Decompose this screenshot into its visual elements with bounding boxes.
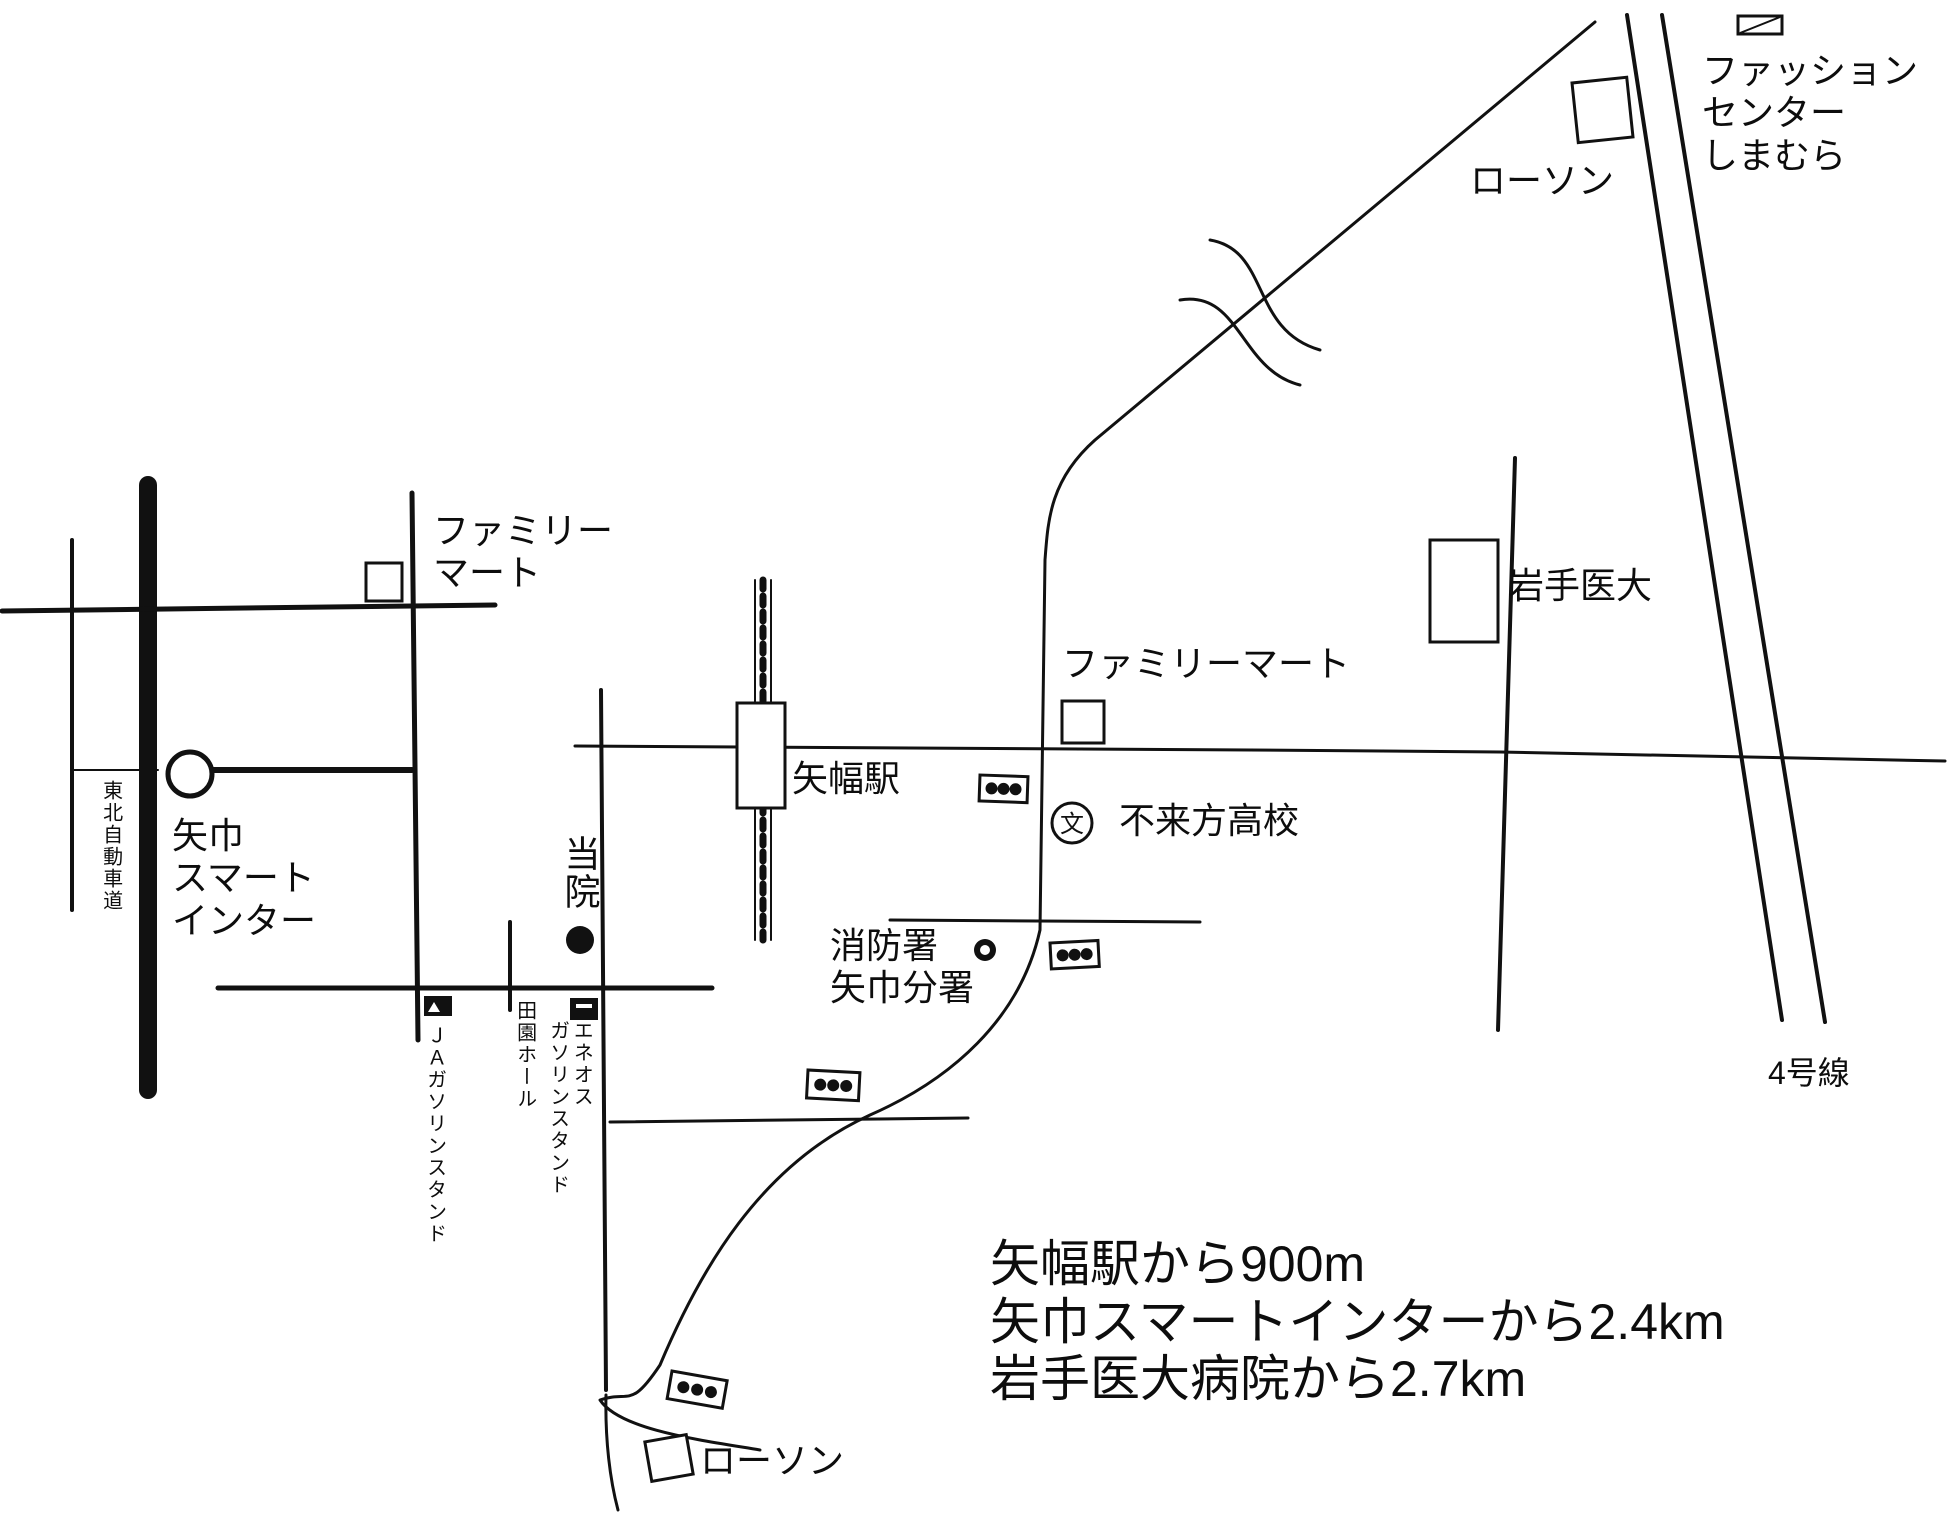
label-fire-station: 消防署 矢巾分署	[830, 925, 975, 1009]
road-familymart-west-horizontal	[0, 602, 498, 614]
label-lawson-south: ローソン	[700, 1440, 845, 1481]
gas-station-icon	[424, 996, 452, 1016]
route4-west-line	[1625, 13, 1784, 1022]
lawson-north-store	[1570, 75, 1635, 145]
road-clinic-vertical	[599, 688, 608, 1392]
label-iwate-medical: 岩手医大	[1508, 565, 1653, 606]
label-clinic: 当院	[559, 835, 601, 911]
label-yahaba-station: 矢幅駅	[792, 758, 901, 799]
label-lawson-north: ローソン	[1470, 160, 1615, 201]
road-south-lower-horizontal	[608, 1116, 970, 1124]
distance-note: 岩手医大病院から2.7km	[990, 1351, 1527, 1407]
label-familymart-west: ファミリー マート	[433, 510, 614, 594]
road-station-horizontal	[573, 744, 1947, 763]
route4-east-line	[1660, 13, 1827, 1024]
label-familymart-east: ファミリーマート	[1062, 643, 1351, 684]
fire-station-icon-core	[980, 945, 990, 955]
label-denen-hall: 田園ホール	[513, 1000, 536, 1110]
label-furaikata-high: 不来方高校	[1119, 800, 1300, 841]
label-tohoku-expressway: 東北自動車道	[99, 780, 122, 912]
label-fashion-center: ファッション センター しまむら	[1702, 50, 1919, 176]
label-eneos-gas-station: エネオス ガソリンスタンド	[546, 1020, 593, 1196]
distance-note: 矢幅駅から900m	[990, 1236, 1366, 1292]
gas-station-icon	[570, 998, 598, 1020]
smart-ic-interchange-icon	[165, 749, 215, 799]
label-route4: 4号線	[1768, 1055, 1850, 1091]
river-curve-upper	[1208, 238, 1322, 352]
distance-notes: 矢幅駅から900m 矢巾スマートインターから2.4km 岩手医大病院から2.7k…	[990, 1236, 1725, 1409]
familymart-west-store	[364, 561, 404, 603]
traffic-signal-icon	[977, 773, 1030, 805]
traffic-signal-icon	[804, 1068, 862, 1103]
label-ja-gas-station: ＪＡガソリンスタンド	[423, 1025, 446, 1245]
road-iwate-medical-vertical	[1496, 456, 1517, 1032]
road-familymart-west-vertical	[409, 490, 421, 1043]
clinic-marker-icon	[566, 926, 594, 954]
river-curve-lower	[1178, 297, 1302, 387]
road-fire-station-horizontal	[888, 918, 1202, 924]
label-smart-ic: 矢巾 スマート インター	[172, 815, 317, 941]
lawson-south-store	[643, 1432, 695, 1484]
main-curved-road	[598, 20, 1597, 1452]
distance-note: 矢巾スマートインターから2.4km	[990, 1293, 1725, 1350]
familymart-east-store	[1060, 699, 1106, 745]
traffic-signal-icon	[1048, 938, 1101, 971]
traffic-signal-icon	[665, 1369, 729, 1411]
school-icon	[1050, 801, 1094, 845]
fashion-center-hatch	[1739, 16, 1781, 34]
road-lawson-south	[604, 1393, 620, 1512]
school-symbol-text: 文	[1060, 810, 1084, 838]
station-building	[735, 701, 787, 810]
iwate-medical-building	[1428, 538, 1500, 644]
